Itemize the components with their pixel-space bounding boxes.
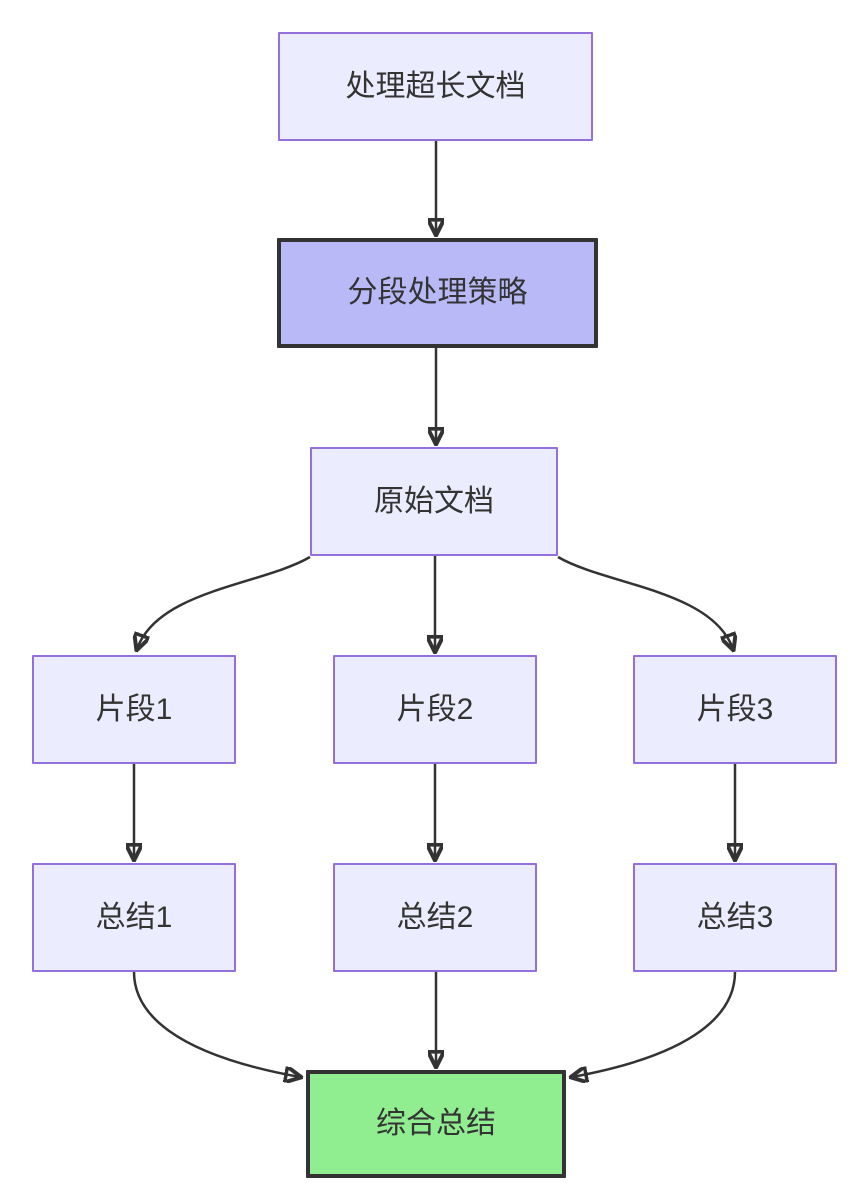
node-fragment-2: 片段2 [333,655,537,764]
node-segmentation-strategy: 分段处理策略 [277,238,598,348]
node-process-long-document: 处理超长文档 [278,32,593,141]
edge-c-d3 [557,555,733,649]
edge-e3-f [572,971,737,1077]
node-summary-1: 总结1 [32,863,236,972]
edge-c-d1 [137,555,311,649]
node-summary-2: 总结2 [333,863,537,972]
node-original-document: 原始文档 [310,447,558,556]
node-fragment-1: 片段1 [32,655,236,764]
node-summary-3: 总结3 [633,863,837,972]
node-fragment-3: 片段3 [633,655,837,764]
edge-e1-f [132,971,300,1077]
node-combined-summary: 综合总结 [306,1070,566,1178]
